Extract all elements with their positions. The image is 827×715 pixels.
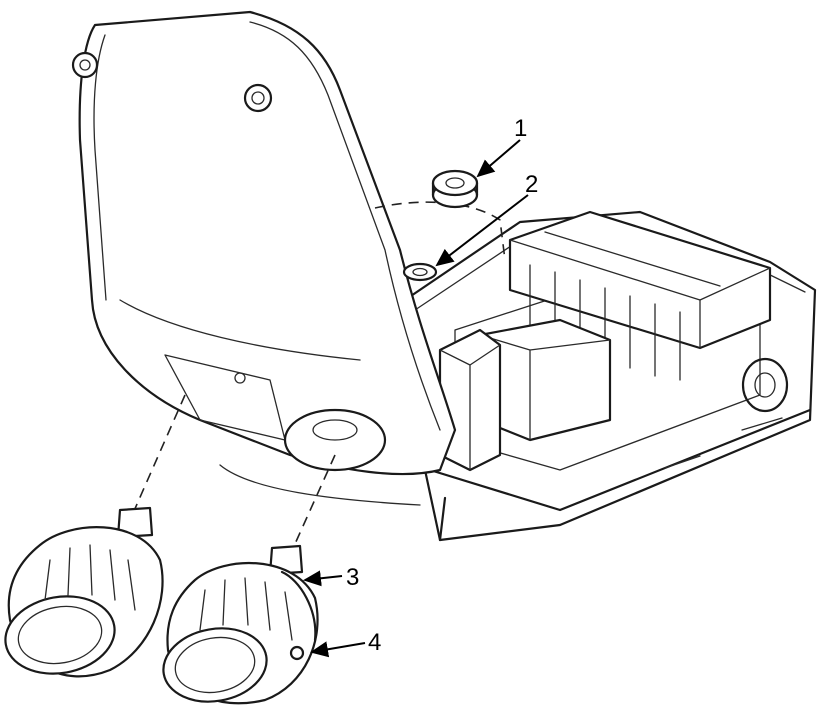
- leg-axis-left: [129, 394, 186, 521]
- seat-back: [71, 10, 457, 506]
- base-housing: [403, 210, 817, 542]
- callout-label-4: 4: [368, 629, 381, 656]
- callout-label-3: 3: [346, 564, 359, 591]
- washer-part: [402, 262, 438, 282]
- leader-arrow-4: [310, 641, 366, 658]
- foot-wheel-right: [162, 544, 319, 705]
- leader-arrow-3: [303, 570, 343, 587]
- callout-label-2: 2: [525, 171, 538, 198]
- foot-wheel-left: [4, 506, 164, 678]
- bolt-icon: [71, 51, 99, 79]
- leader-arrow-1: [476, 139, 521, 178]
- nut-part: [431, 169, 479, 209]
- leader-arrow-2: [435, 194, 529, 267]
- callout-label-1: 1: [514, 115, 527, 142]
- bolt-icon: [243, 83, 273, 113]
- leg-axis-right: [289, 454, 336, 556]
